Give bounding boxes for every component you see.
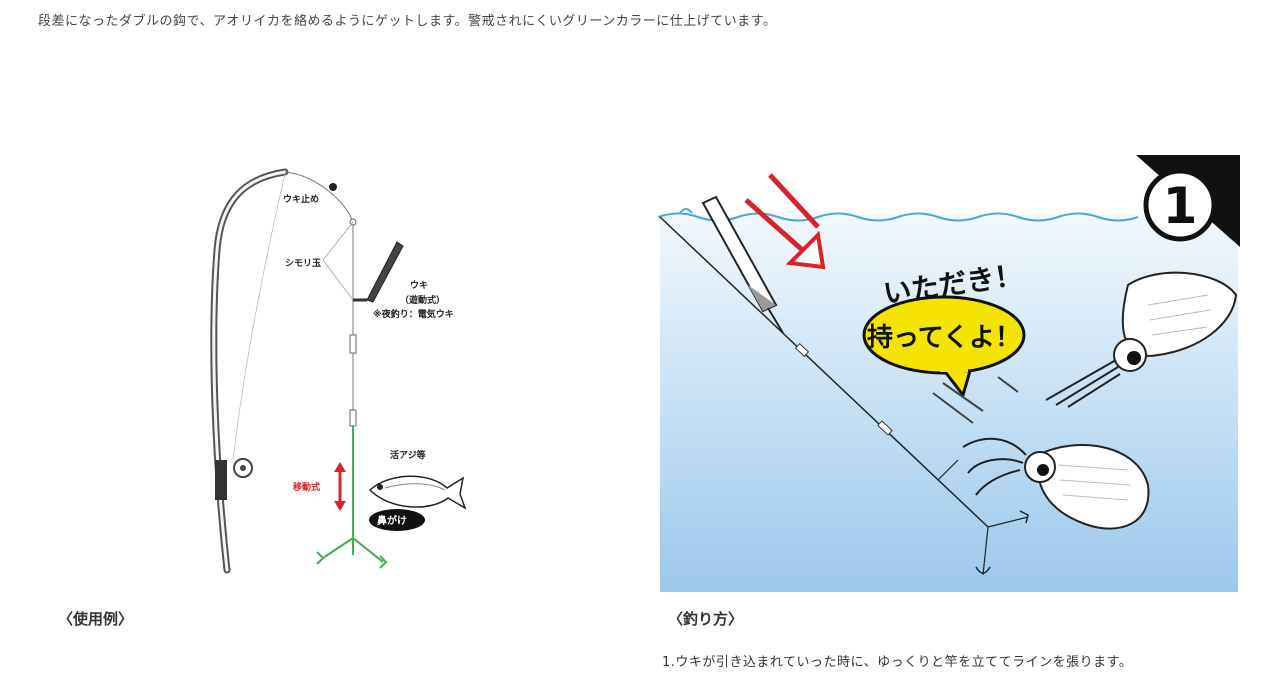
label-bait: 活アジ等: [390, 449, 426, 461]
caption-usage-example: 〈使用例〉: [58, 608, 133, 629]
label-shimoridama: シモリ玉: [285, 258, 321, 269]
speech-bubble-text: 持ってくよ！: [867, 323, 1021, 353]
fishing-method-illustration: 1 いただき！ 持ってくよ！: [658, 155, 1240, 592]
rig-usage-illustration: ウキ止め シモリ玉 ウキ （遊動式） ※夜釣り：電気ウキ 活アジ等 移動式 鼻が…: [205, 160, 485, 580]
step-description: 1.ウキが引き込まれていった時に、ゆっくりと竿を立ててラインを張ります。: [662, 651, 1132, 670]
fishing-rod: [214, 172, 285, 570]
label-hanagake: 鼻がけ: [377, 514, 407, 527]
intro-text: 段差になったダブルの鈎で、アオリイカを絡めるようにゲットします。警戒されにくいグ…: [38, 10, 776, 29]
step-number: 1: [1163, 177, 1198, 235]
label-night-float: ※夜釣り：電気ウキ: [373, 308, 454, 320]
label-moving: 移動式: [293, 481, 320, 493]
label-uki: ウキ: [410, 280, 428, 291]
label-uki-type: （遊動式）: [400, 294, 445, 306]
float-stopper-icon: [329, 183, 337, 191]
float-icon: [353, 242, 403, 302]
bait-fish-icon: [370, 476, 465, 508]
caption-fishing-method: 〈釣り方〉: [668, 608, 743, 629]
label-ukidome: ウキ止め: [283, 193, 319, 205]
moving-range-arrow-icon: [334, 462, 346, 511]
